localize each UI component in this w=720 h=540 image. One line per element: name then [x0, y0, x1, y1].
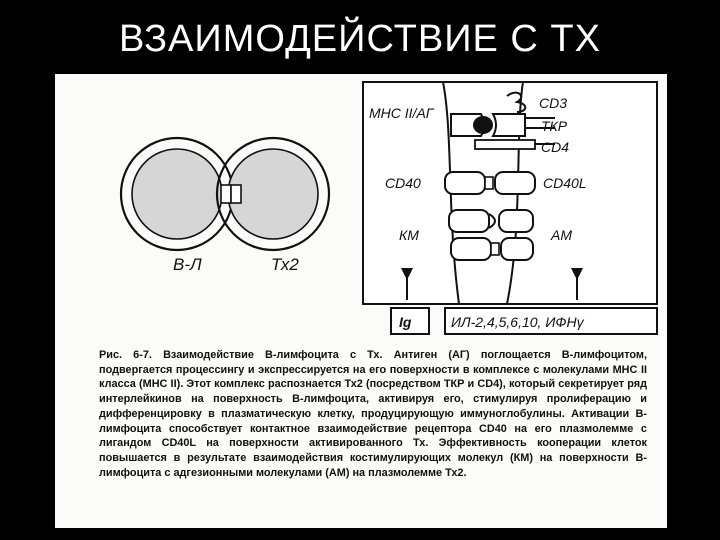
ig-box	[390, 307, 430, 335]
km-label: КМ	[399, 227, 419, 243]
cd4-label: CD4	[541, 139, 569, 155]
mhc-tcr-complex	[450, 91, 555, 150]
am-label: АМ	[550, 227, 572, 243]
interleukin-box	[444, 307, 658, 335]
tcr-label: ТКР	[541, 118, 568, 134]
cd40-cd40l-pair	[444, 171, 536, 195]
km-am-pair	[448, 209, 534, 261]
b-cell-label: В-Л	[173, 255, 202, 274]
cd40-label: CD40	[385, 175, 421, 191]
slide-title: ВЗАИМОДЕЙСТВИЕ С ТХ	[119, 18, 601, 60]
cd3-label: CD3	[539, 95, 567, 111]
figure-panel: В-Л Тх2	[55, 74, 667, 528]
ig-label: Ig	[399, 314, 412, 330]
cell-pair	[119, 136, 331, 252]
interaction-diagram: В-Л Тх2	[119, 81, 658, 335]
t-cell-label: Тх2	[271, 255, 299, 274]
cd40l-label: CD40L	[543, 175, 587, 191]
synapse-box: МНС II/АГ CD3 ТКР CD4 CD40 CD40L КМ АМ	[362, 81, 658, 305]
figure-caption: Рис. 6-7. Взаимодействие В-лимфоцита с Т…	[99, 349, 647, 479]
interleukin-label: ИЛ-2,4,5,6,10, ИФНγ	[451, 314, 585, 330]
mhc-label: МНС II/АГ	[369, 105, 435, 121]
